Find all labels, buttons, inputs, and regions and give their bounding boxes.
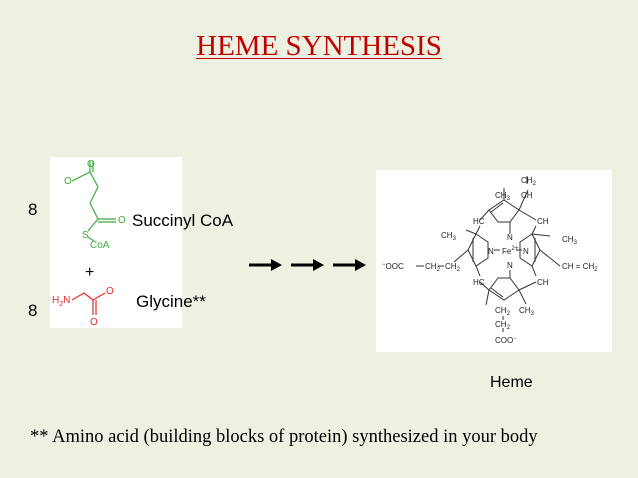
arrow-3 [333,259,366,271]
glycine-h: H2N [52,295,70,308]
heme-ch-top: CH [521,191,533,200]
heme-ch2-bottom: CH2 [495,306,511,317]
heme-vinyl: CH = CH2 [562,262,598,273]
heme-label: Heme [490,374,533,391]
succinyl-s: S [82,230,89,241]
reactants-image-ext-2 [118,296,146,320]
heme-n-bottom: N [507,261,513,270]
glycine-o-top: O [106,286,114,297]
heme-n-left: N [488,247,494,256]
heme-coo: COO− [495,336,517,345]
heme-ch3-right: CH3 [562,235,578,246]
heme-ch2-a: CH2 [425,262,441,273]
heme-hc-bl: HC [473,278,485,287]
heme-ch3-bottom: CH3 [519,306,535,317]
reactant-structures: O O O S CoA H2N O O [52,159,126,328]
heme-ch3-top: CH3 [495,191,511,202]
slide-title: HEME SYNTHESIS [196,30,442,62]
reaction-arrows [249,259,366,271]
heme-ch2-top: CH2 [521,176,537,187]
succinyl-coa-structure [71,161,116,242]
plus-sign: + [85,264,95,281]
glycine-o-bottom: O [90,317,98,328]
heme-ooc-left: −OOC [382,262,404,271]
succinyl-o-left: O [64,176,72,187]
succinyl-o-top: O [87,159,95,170]
succinyl-coa-text: CoA [90,240,110,251]
heme-ch2-b: CH2 [445,262,461,273]
heme-fe: Fe2+ [502,246,519,256]
glycine-structure [71,292,106,315]
heme-ch-tr: CH [537,217,549,226]
heme-ch2-lower: CH2 [495,320,511,331]
heme-ch-br: CH [537,278,549,287]
heme-image [376,170,612,352]
heme-hc-tl: HC [473,217,485,226]
arrow-1 [249,259,282,271]
glycine-label: Glycine** [136,292,206,311]
heme-n-top: N [507,233,513,242]
reactants-image-ext-1 [108,188,180,220]
heme-structure: CH2 CH3 CH HC CH CH3 CH3 N N Fe2+ N N −O… [382,176,598,345]
heme-ch3-left: CH3 [441,231,457,242]
glycine-coefficient: 8 [28,301,38,320]
footnote: ** Amino acid (building blocks of protei… [30,427,538,447]
succinyl-coefficient: 8 [28,200,38,219]
arrow-2 [291,259,324,271]
succinyl-coa-label: Succinyl CoA [132,211,234,230]
heme-n-right: N [523,247,529,256]
succinyl-o-right: O [118,215,126,226]
